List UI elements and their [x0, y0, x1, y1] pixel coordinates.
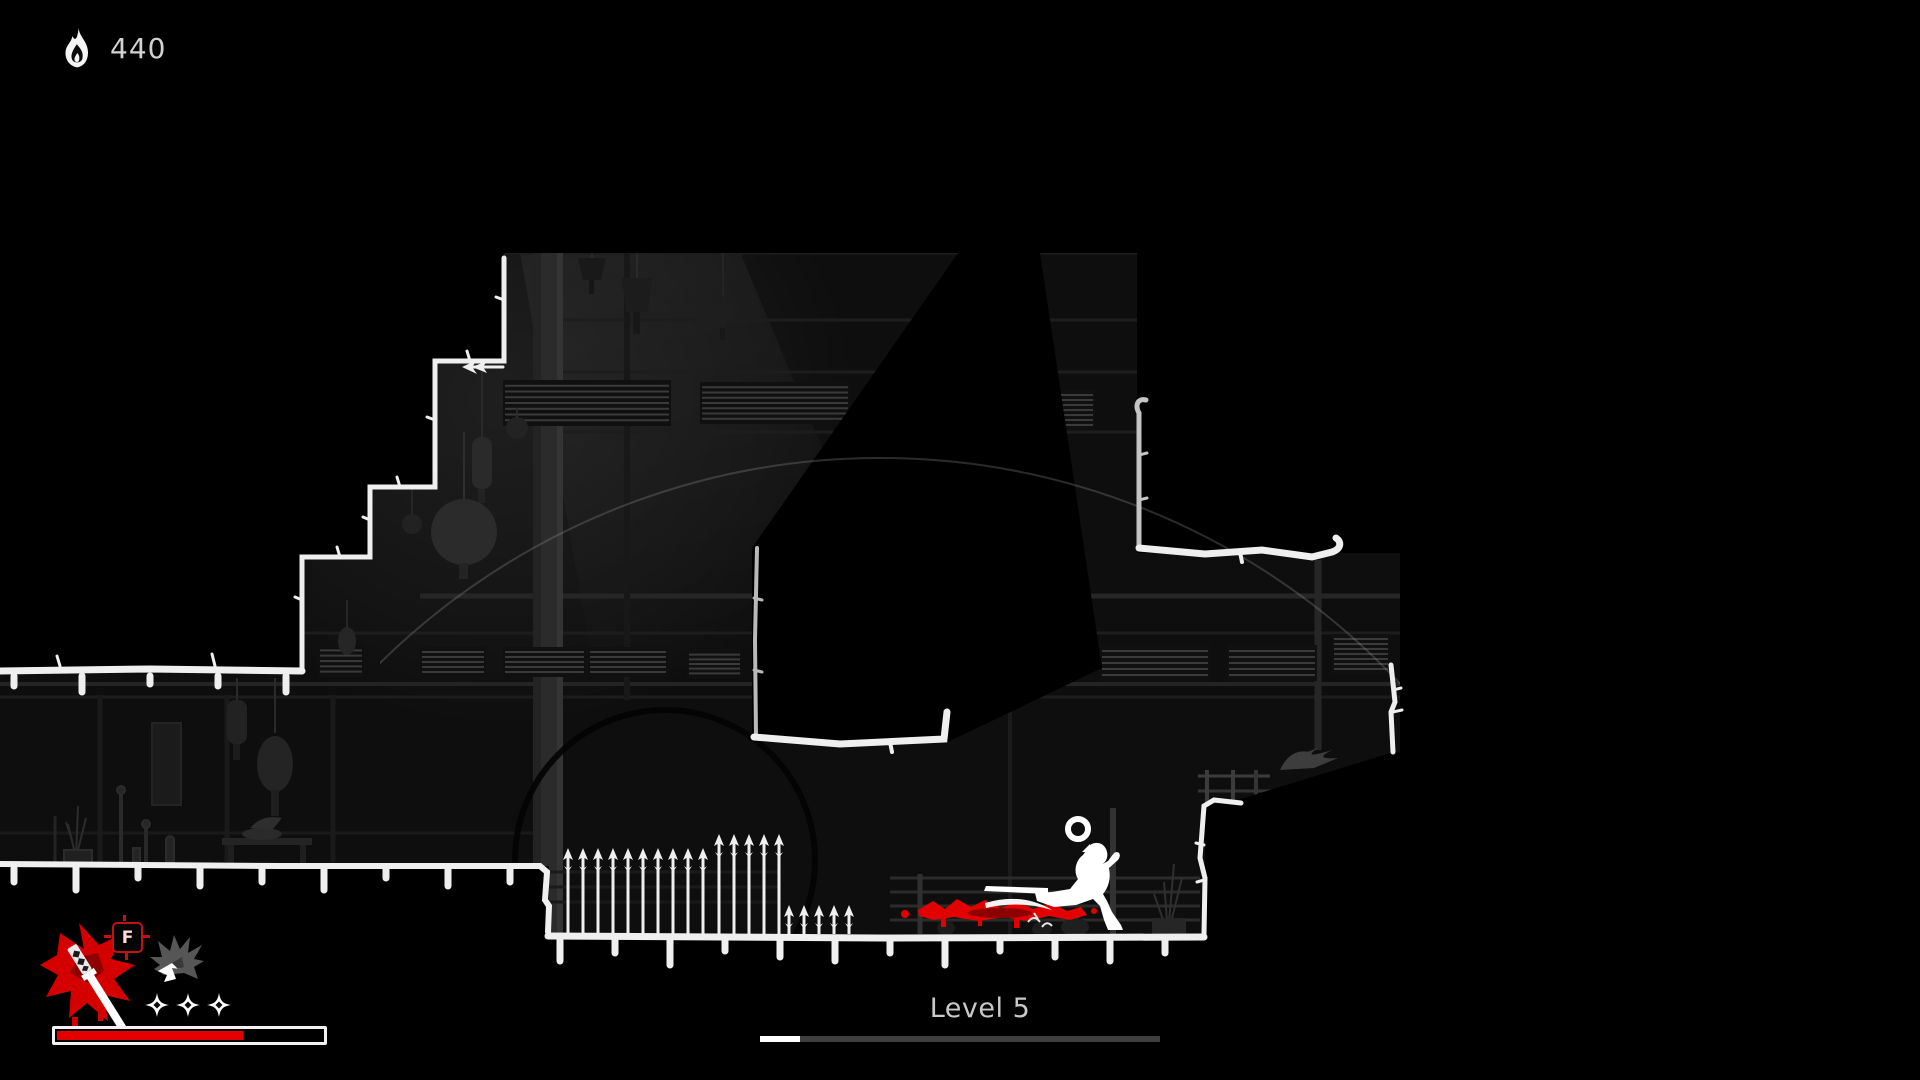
stair-platform-mass [0, 252, 504, 672]
keybind-label: F [121, 927, 134, 948]
vent-panels [318, 380, 1390, 681]
right-cliff-mass [1205, 744, 1920, 1080]
pit-plants [937, 863, 1186, 936]
ability-keybind-badge: F [112, 922, 150, 960]
badge-tick [104, 935, 111, 938]
trajectory-arc [380, 457, 1400, 686]
flame-icon [65, 28, 88, 68]
shuriken-row [145, 993, 231, 1017]
lanterns [338, 253, 737, 655]
sword-blade [984, 886, 1048, 894]
bone-remains [1027, 912, 1053, 928]
platform-outlines [0, 255, 1404, 942]
enemy-head-icon [150, 935, 204, 982]
upper-right-platform-mass [1137, 0, 1920, 553]
arrow-projectile [462, 360, 505, 374]
player-hud: F [0, 905, 360, 1080]
slash-trail [985, 898, 1052, 910]
shuriken-icon [176, 993, 200, 1017]
low-table [222, 817, 312, 863]
blood-splatter [901, 899, 1097, 928]
roof-wedge-silhouette [752, 253, 1102, 742]
ninja-player [984, 816, 1123, 930]
ground-drips [10, 672, 1169, 969]
health-bar [52, 1026, 327, 1045]
health-bar-fill [57, 1031, 243, 1040]
pillar [533, 250, 563, 940]
upper-right-railing [1198, 748, 1338, 805]
ground-mass [548, 934, 1210, 1080]
ninja-hood [1082, 844, 1091, 852]
spike-trap [563, 834, 854, 934]
shuriken-icon [145, 993, 169, 1017]
ring-projectile [1065, 816, 1091, 842]
soul-count-value: 440 [110, 31, 167, 65]
room-props [53, 678, 312, 864]
badge-tick [123, 915, 126, 921]
soul-counter: 440 [62, 28, 166, 68]
ninja-body [1035, 842, 1123, 930]
shuriken-icon [207, 993, 231, 1017]
